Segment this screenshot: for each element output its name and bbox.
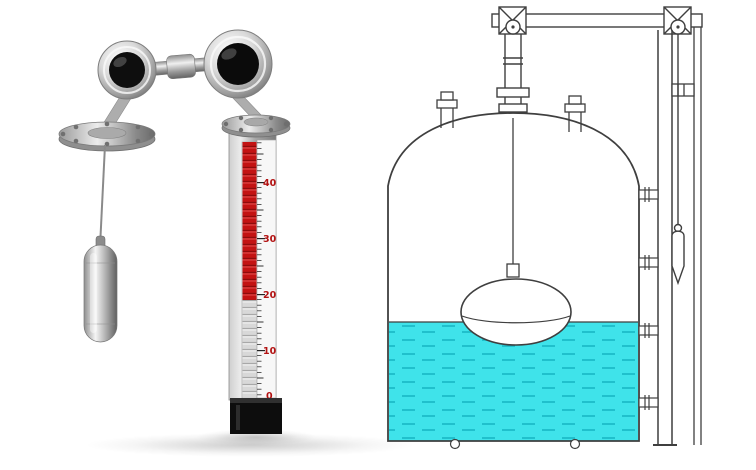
mounting-brackets [638, 187, 659, 410]
float-cable-left [99, 144, 106, 248]
counterweight-indicator [671, 34, 685, 286]
mounting-bracket [638, 187, 659, 202]
gauge-column: 40 30 20 10 0 [221, 114, 291, 434]
scale-label-20: 20 [263, 290, 277, 301]
dial-glint [221, 48, 237, 60]
drain-nozzle-right [569, 438, 581, 450]
vent-nozzle-right [564, 95, 586, 132]
head-stem [231, 96, 263, 117]
dial-face [109, 52, 145, 88]
pipe-flange-lower [498, 103, 528, 113]
mounting-bracket [638, 255, 659, 270]
flange-hub [87, 127, 127, 139]
float-connector [506, 263, 520, 278]
dial-rim [209, 35, 267, 93]
float-body [83, 244, 118, 343]
scale-label-30: 30 [263, 234, 277, 245]
ruler-ticks [257, 140, 276, 398]
scale-label-40: 40 [263, 178, 277, 189]
dial-rim [103, 46, 151, 94]
top-beam [491, 6, 703, 35]
vent-nozzle-left [436, 91, 458, 128]
dial-glint [113, 56, 127, 68]
mounting-bracket [638, 323, 659, 338]
drain-nozzle-left [449, 438, 461, 450]
indicator-head-large [203, 29, 273, 117]
flipper-silver-zone [242, 300, 257, 398]
flange-right [221, 114, 291, 138]
ground-shadow [85, 433, 415, 457]
column-base [230, 398, 282, 434]
corner-gusset-right [663, 6, 692, 35]
tank-schematic [387, 6, 703, 450]
rail-bracket [671, 83, 695, 97]
float-capsule [83, 235, 118, 343]
tank-shell [387, 112, 640, 442]
pipe-flange-upper [496, 87, 530, 98]
counterweight-bob [671, 230, 685, 286]
scale-label-10: 10 [263, 346, 277, 357]
mounting-bracket [638, 395, 659, 410]
base-shadow [196, 429, 316, 445]
pulley-left-axle [511, 25, 515, 29]
product-render: 40 30 20 10 0 [58, 29, 415, 457]
flange-bolts [60, 121, 154, 147]
tank-float [460, 263, 572, 346]
guide-pipe [496, 27, 530, 113]
flange-left [58, 121, 156, 152]
float-disc [460, 278, 572, 346]
float-seam [461, 315, 571, 324]
pulley-right-axle [676, 25, 680, 29]
indicator-head-small [97, 40, 157, 125]
flange-bolts [223, 115, 289, 133]
dial-face [217, 43, 259, 85]
flange-hub [243, 117, 269, 127]
float-highlight [90, 253, 97, 333]
scale-label-0: 0 [266, 391, 273, 402]
flipper-red-zone [242, 142, 257, 300]
